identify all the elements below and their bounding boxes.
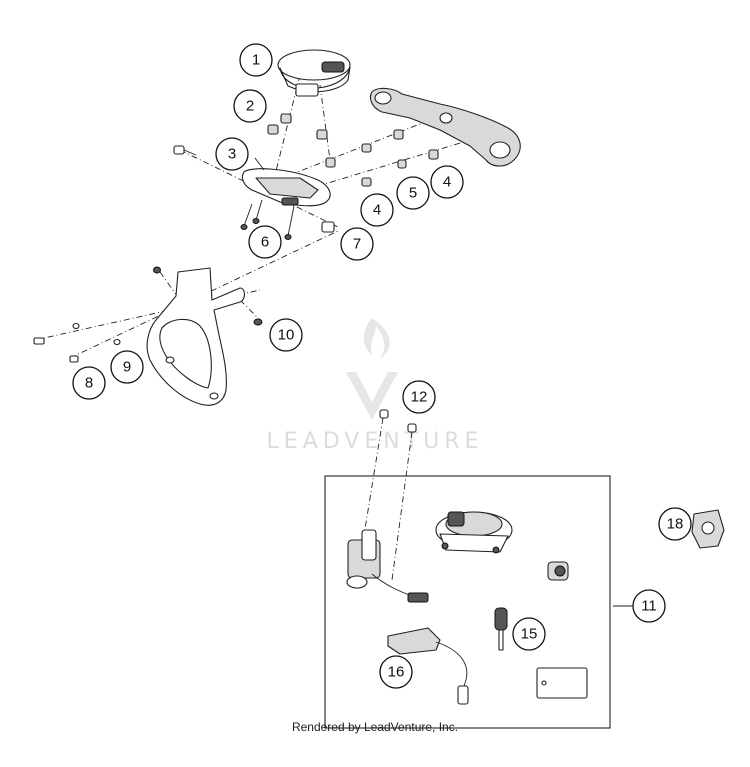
display-holder — [241, 168, 331, 207]
immobilizer-16 — [387, 627, 469, 705]
kit-frame-11 — [324, 475, 611, 729]
seat-lock — [547, 561, 569, 581]
callout-12-label: 12 — [411, 389, 428, 406]
ignition-lock — [346, 529, 429, 603]
display-cover — [277, 49, 351, 97]
part-18 — [691, 509, 725, 549]
callout-11-label: 11 — [641, 598, 657, 615]
callout-10: 10 — [269, 318, 303, 352]
screws-6 — [240, 199, 295, 240]
callout-4b-label: 4 — [373, 202, 381, 219]
callout-16: 16 — [379, 655, 413, 689]
callout-2-label: 2 — [246, 98, 254, 115]
watermark-text: LEADVENTURE — [267, 429, 484, 454]
callout-15-label: 15 — [521, 626, 538, 643]
handlebar-bracket — [369, 87, 521, 167]
footer-credit: Rendered by LeadVenture, Inc. — [291, 720, 459, 734]
callout-4a-label: 4 — [443, 174, 451, 191]
callout-2: 2 — [233, 89, 267, 123]
callout-12: 12 — [402, 380, 436, 414]
callout-1: 1 — [239, 43, 273, 77]
grommets — [267, 113, 328, 140]
callout-6: 6 — [248, 225, 282, 259]
callout-3-label: 3 — [228, 146, 236, 163]
callout-3: 3 — [215, 137, 249, 171]
callout-9: 9 — [110, 350, 144, 384]
callout-8-label: 8 — [85, 375, 93, 392]
fuel-cap — [435, 511, 513, 554]
bolts-8-9 — [33, 266, 263, 363]
key-tag-hole — [541, 680, 547, 686]
callout-18-label: 18 — [667, 516, 684, 533]
callout-11: 11 — [632, 589, 666, 623]
key-15 — [494, 607, 508, 651]
callout-7-label: 7 — [353, 236, 361, 253]
callout-16-label: 16 — [388, 664, 405, 681]
callout-1-label: 1 — [252, 52, 260, 69]
washers-nuts — [325, 129, 439, 187]
bolt-3 — [173, 145, 197, 156]
callout-4b: 4 — [360, 193, 394, 227]
callout-10-label: 10 — [278, 327, 295, 344]
callout-18: 18 — [658, 507, 692, 541]
watermark: LEADVENTURE — [267, 318, 484, 454]
callout-9-label: 9 — [123, 359, 131, 376]
key-tag-card — [536, 667, 588, 699]
headlight-bracket — [146, 267, 246, 406]
callout-5: 5 — [396, 176, 430, 210]
assembly-lines — [34, 74, 471, 581]
callout-8: 8 — [72, 366, 106, 400]
callout-5-label: 5 — [409, 185, 417, 202]
long-bolts-12 — [379, 409, 417, 433]
callout-4a: 4 — [430, 165, 464, 199]
leader-lines — [254, 157, 633, 607]
callout-6-label: 6 — [261, 234, 269, 251]
callout-15: 15 — [512, 617, 546, 651]
nut-7 — [321, 221, 335, 233]
callout-7: 7 — [340, 227, 374, 261]
